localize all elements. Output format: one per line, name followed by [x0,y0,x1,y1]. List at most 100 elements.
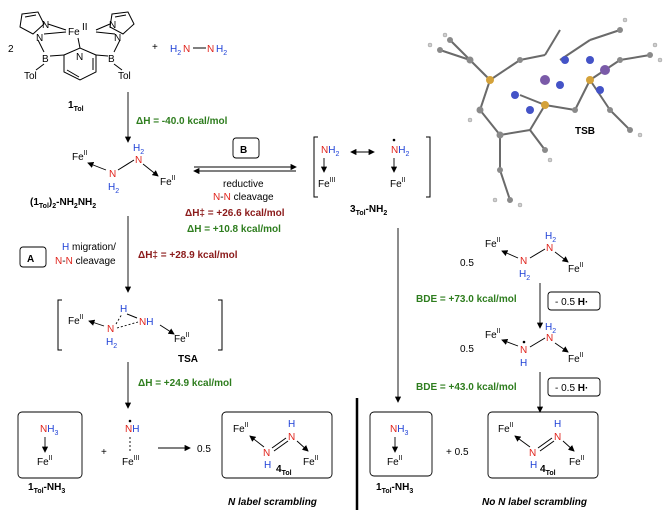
n-left: N [109,169,116,180]
nh2-right: NH2 [391,145,409,158]
nh2-left: NH2 [321,145,339,158]
coefficient-2: 2 [8,44,14,55]
dz-n1: N [263,448,270,459]
nh3-label-right: 1Tol-NH3 [376,482,413,495]
fe-iii: FeIII [318,177,336,190]
plus-sign: + [152,42,158,53]
path-b-letter: B [240,145,247,156]
r2-fe-right: FeII [568,352,584,365]
tsb-label: TSB [575,126,595,137]
tsa-h2: H2 [106,337,117,350]
r1-h2-right: H2 [545,231,556,244]
half-coef-1: 0.5 [460,258,474,269]
path-b-box [232,137,260,159]
minus-h-box-2 [547,377,601,397]
dz-fe-left: FeII [233,422,249,435]
fe-left: FeII [72,150,88,163]
n-atom: N [114,33,121,44]
path-b: B reductive N-N cleavage ΔH‡ = +26.6 kca… [185,137,297,235]
tol-left: Tol [24,71,37,82]
boron-left: B [42,54,49,65]
h2-right: H2 [133,143,144,156]
path-a-box [19,246,47,268]
tsa-h: H [120,304,127,315]
boron-right: B [108,54,115,65]
compound-1tol-label: 1Tol [68,100,84,113]
dz2-fe-right: FeII [569,455,585,468]
n-right: N [135,155,142,166]
tsb-structure: TSB [427,17,663,208]
reactant-complex-1tol: 2 N N N N Fe II N B B Tol Tol 1Tol [8,11,135,113]
r1-n-right: N [546,243,553,254]
r2-n-right: N [546,333,553,344]
dh1-label: ΔH = -40.0 kcal/mol [136,116,228,127]
dz2-fe-left: FeII [498,422,514,435]
r1-fe-right: FeII [568,262,584,275]
dz-h2: H [288,419,295,430]
nh3-left: NH3 [40,424,58,437]
r2-fe-left: FeII [485,328,501,341]
diazene-box-right [487,411,599,479]
bridged-label: (1Tol)2-NH2NH2 [30,197,96,210]
r1-n-left: N [520,256,527,267]
path-b-dhts: ΔH‡ = +26.6 kcal/mol [185,208,285,219]
tol-right: Tol [118,71,131,82]
diazene-label-right: 4Tol [540,464,556,477]
r1-h2-left: H2 [519,269,530,282]
products-left: NH3 FeII 1Tol-NH3 + NH FeIII 0.5 FeII N … [17,411,333,508]
dz-n2: N [288,432,295,443]
path-a-dhts: ΔH‡ = +28.9 kcal/mol [138,250,238,261]
r2-h2-right: H2 [545,322,556,335]
bridged-complex: FeII N H2 H2 N FeII (1Tol)2-NH2NH2 [30,143,176,210]
diazene-label-left: 4Tol [276,464,292,477]
nh2-resonance: NH2 FeIII NH2 FeII 3Tol-NH2 [313,136,431,217]
minus-h-1: - 0.5 H· [555,297,588,308]
tsa-label: TSA [178,354,198,365]
n-atom: N [36,33,43,44]
tsa-nh: NH [139,317,153,328]
dz2-n2: N [554,432,561,443]
tsa-structure: FeII N H2 H NH FeII TSA [57,299,223,365]
n-atom: N [42,20,49,31]
tsa-fe-left: FeII [68,314,84,327]
minus-h-2: - 0.5 H· [555,383,588,394]
pyridine-n: N [76,52,83,63]
dz2-h1: H [530,460,537,471]
right-pyrrole-ring [109,11,135,35]
path-b-line1: reductive [223,179,264,190]
plus-half-right: + 0.5 [446,447,469,458]
minus-h-box-1 [547,291,601,311]
dz-h1: H [264,460,271,471]
n-atom: N [109,20,116,31]
products-right: NH3 FeII 1Tol-NH3 + 0.5 FeII N H H N FeI… [369,411,599,508]
half-left: 0.5 [197,444,211,455]
fe-label: Fe [68,27,80,38]
nh3-box-right [369,411,433,477]
nh3-right: NH3 [390,424,408,437]
nh-radical: NH [125,424,139,435]
dz2-h2: H [554,419,561,430]
fe-ii: FeII [390,177,406,190]
caption-left: N label scrambling [228,497,317,508]
right-hydrazine-step: 0.5 FeII N H2 H2 N FeII [460,231,584,282]
fe-nh3-right: FeII [387,455,403,468]
dz2-n1: N [529,448,536,459]
diazene-box-left [221,411,333,479]
tsa-n-left: N [107,324,114,335]
hydrazine-h2-left: H2 [170,44,181,57]
hydrazine-h2-right: H2 [216,44,227,57]
left-pyrrole-ring [19,11,45,35]
nh3-label-left: 1Tol-NH3 [28,482,65,495]
hydrazine-n-right: N [207,44,214,55]
fe-oxidation: II [82,22,88,33]
r1-fe-left: FeII [485,237,501,250]
h2-left: H2 [108,182,119,195]
path-b-line2: N-N cleavage [213,192,274,203]
half-coef-2: 0.5 [460,344,474,355]
dh2-label: ΔH = +24.9 kcal/mol [138,378,232,389]
dz-fe-right: FeII [303,455,319,468]
plus-left: + [101,447,107,458]
hydrazine-n-left: N [183,44,190,55]
